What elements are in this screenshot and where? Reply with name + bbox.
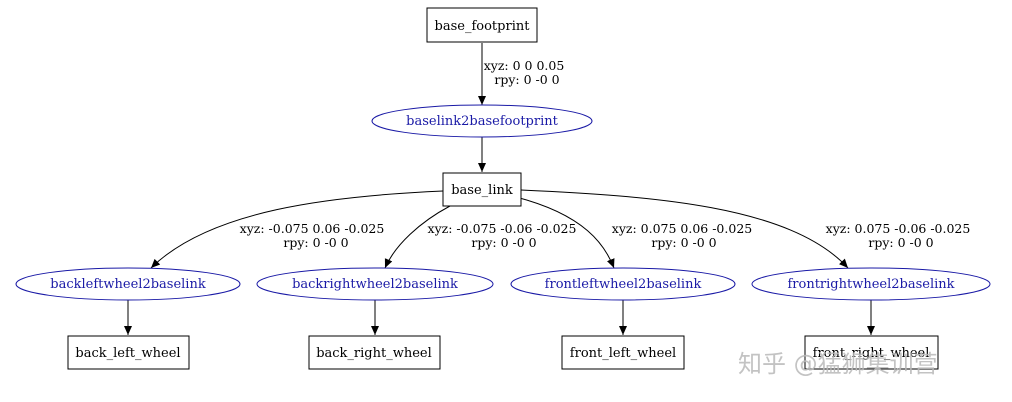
edge-label-frontleft-rpy: rpy: 0 -0 0 (651, 235, 716, 250)
edge-label-frontleft-xyz: xyz: 0.075 0.06 -0.025 (612, 221, 752, 236)
edge-label-footprint-xyz: xyz: 0 0 0.05 (484, 58, 565, 73)
edge-label-backleft-rpy: rpy: 0 -0 0 (283, 235, 348, 250)
joint-label-backleftwheel2baselink: backleftwheel2baselink (50, 277, 206, 292)
joint-label-frontleftwheel2baselink: frontleftwheel2baselink (545, 277, 702, 292)
edge-label-backright-xyz: xyz: -0.075 -0.06 -0.025 (428, 221, 577, 236)
link-node-back-right-wheel: back_right_wheel (308, 335, 441, 370)
edge-label-frontright-xyz: xyz: 0.075 -0.06 -0.025 (826, 221, 971, 236)
link-node-front-left-wheel: front_left_wheel (561, 335, 685, 370)
joint-node-frontleftwheel2baselink: frontleftwheel2baselink (510, 267, 736, 301)
joint-label-frontrightwheel2baselink: frontrightwheel2baselink (787, 277, 954, 292)
edge-baselink-to-backright-joint (384, 205, 451, 269)
joint-label-backrightwheel2baselink: backrightwheel2baselink (292, 277, 458, 292)
edges (124, 43, 875, 335)
link-node-back-left-wheel: back_left_wheel (67, 335, 190, 370)
edge-label-backright-rpy: rpy: 0 -0 0 (471, 235, 536, 250)
joint-node-backleftwheel2baselink: backleftwheel2baselink (15, 267, 241, 301)
link-label-base-link: base_link (451, 183, 513, 198)
watermark-text: 知乎 @猛狮集训营 (738, 350, 938, 378)
joint-node-frontrightwheel2baselink: frontrightwheel2baselink (751, 267, 991, 301)
edge-label-frontright-rpy: rpy: 0 -0 0 (868, 235, 933, 250)
edge-baselink-to-backleft-joint (150, 190, 444, 269)
joint-label-baselink2basefootprint: baselink2basefootprint (406, 114, 558, 129)
link-label-front-right-wheel: front_right_wheel (813, 346, 930, 361)
edge-baselink-to-frontleft-joint (515, 196, 615, 269)
edge-label-backleft-xyz: xyz: -0.075 0.06 -0.025 (240, 221, 385, 236)
link-node-base-footprint: base_footprint (426, 7, 538, 43)
link-node-front-right-wheel: front_right_wheel (804, 335, 939, 370)
edge-labels: xyz: 0 0 0.05 rpy: 0 -0 0 xyz: -0.075 0.… (240, 58, 971, 250)
joint-node-baselink2basefootprint: baselink2basefootprint (371, 104, 593, 138)
link-label-back-left-wheel: back_left_wheel (75, 346, 180, 361)
edge-label-footprint-rpy: rpy: 0 -0 0 (494, 72, 559, 87)
link-label-front-left-wheel: front_left_wheel (570, 346, 676, 361)
link-label-base-footprint: base_footprint (435, 19, 531, 34)
edge-baselink-to-frontright-joint (520, 189, 849, 269)
joint-node-backrightwheel2baselink: backrightwheel2baselink (256, 267, 494, 301)
link-node-base-link: base_link (442, 172, 522, 207)
link-label-back-right-wheel: back_right_wheel (316, 346, 432, 361)
